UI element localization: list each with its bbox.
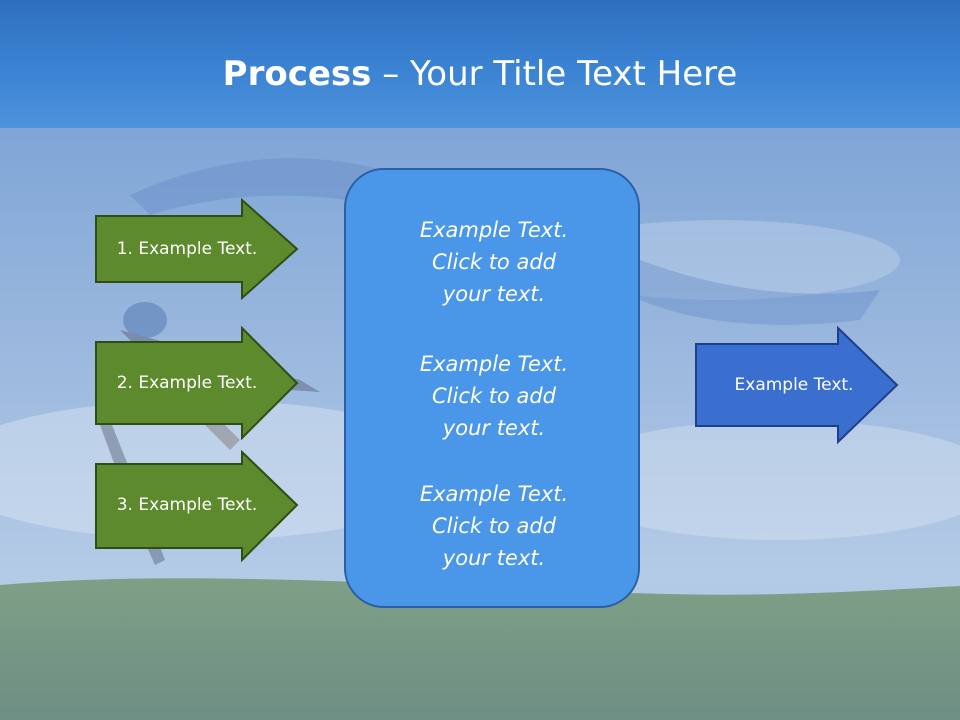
- title-bar: [0, 0, 960, 128]
- arrow-right-shape-icon: [95, 450, 299, 563]
- cloud: [560, 420, 960, 540]
- text-block-3: Example Text. Click to add your text.: [346, 478, 642, 574]
- text-line: your text.: [442, 416, 546, 440]
- arrow-right-shape-icon: [95, 198, 299, 300]
- hill: [0, 578, 960, 720]
- text-line: Example Text.: [419, 482, 569, 506]
- arrow-right-shape-icon: [695, 326, 899, 444]
- green-arrow-3[interactable]: 3. Example Text.: [94, 450, 300, 564]
- green-arrow-2[interactable]: 2. Example Text.: [94, 326, 300, 440]
- arrow-label: 1. Example Text.: [116, 239, 258, 259]
- arrow-label: 3. Example Text.: [116, 495, 258, 515]
- arrow-label: Example Text.: [734, 375, 854, 395]
- text-line: Click to add: [431, 250, 556, 274]
- title-bold: Process: [222, 54, 372, 94]
- arrow-right-shape-icon: [95, 326, 299, 440]
- text-line: Click to add: [431, 384, 556, 408]
- green-arrow-1[interactable]: 1. Example Text.: [94, 198, 300, 300]
- title-rest: Your Title Text Here: [410, 54, 738, 94]
- arrow-label: 2. Example Text.: [116, 373, 258, 393]
- slide-title[interactable]: Process – Your Title Text Here: [0, 52, 960, 96]
- text-block-2: Example Text. Click to add your text.: [346, 348, 642, 444]
- text-line: Click to add: [431, 514, 556, 538]
- text-line: Example Text.: [419, 352, 569, 376]
- text-line: Example Text.: [419, 218, 569, 242]
- text-line: your text.: [442, 282, 546, 306]
- center-text-box[interactable]: Example Text. Click to add your text. Ex…: [344, 168, 640, 608]
- text-line: your text.: [442, 546, 546, 570]
- text-block-1: Example Text. Click to add your text.: [346, 214, 642, 310]
- blue-arrow[interactable]: Example Text.: [694, 326, 900, 444]
- title-dash: –: [371, 54, 411, 94]
